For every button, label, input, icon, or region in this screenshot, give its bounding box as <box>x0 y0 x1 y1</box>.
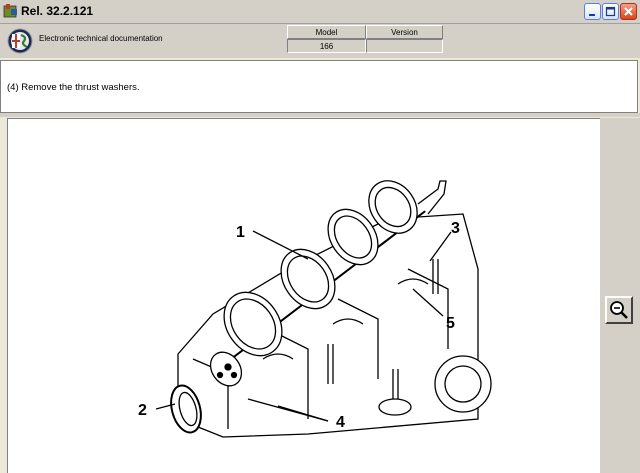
instruction-text: (4) Remove the thrust washers. <box>7 82 140 93</box>
alfa-romeo-logo <box>7 28 33 54</box>
callout-4: 4 <box>336 414 345 431</box>
model-header: Model <box>287 25 366 39</box>
diagram-panel: 1 2 3 4 5 <box>7 118 600 473</box>
right-toolbar <box>600 118 640 473</box>
minimize-icon <box>589 14 595 16</box>
minimize-button[interactable] <box>584 3 601 20</box>
window-titlebar: Rel. 32.2.121 <box>0 0 640 24</box>
panel-separator <box>0 113 640 117</box>
zoom-button[interactable] <box>605 296 633 324</box>
callout-3: 3 <box>451 220 460 237</box>
callout-5: 5 <box>446 315 455 332</box>
version-header: Version <box>366 25 443 39</box>
callout-2: 2 <box>138 402 147 419</box>
window-title: Rel. 32.2.121 <box>21 4 94 18</box>
maximize-button[interactable] <box>602 3 619 20</box>
instruction-panel: (4) Remove the thrust washers. <box>0 60 638 113</box>
document-header: Electronic technical documentation Model… <box>0 24 640 58</box>
app-icon <box>3 4 17 18</box>
close-button[interactable] <box>620 3 637 20</box>
close-icon <box>624 7 633 16</box>
app-name: Electronic technical documentation <box>39 34 163 43</box>
version-value <box>366 39 443 53</box>
maximize-icon <box>605 6 616 17</box>
crankshaft-diagram: 1 2 3 4 5 <box>138 180 492 438</box>
callout-1: 1 <box>236 224 245 241</box>
magnifier-zoom-icon <box>610 301 628 319</box>
model-value: 166 <box>287 39 366 53</box>
